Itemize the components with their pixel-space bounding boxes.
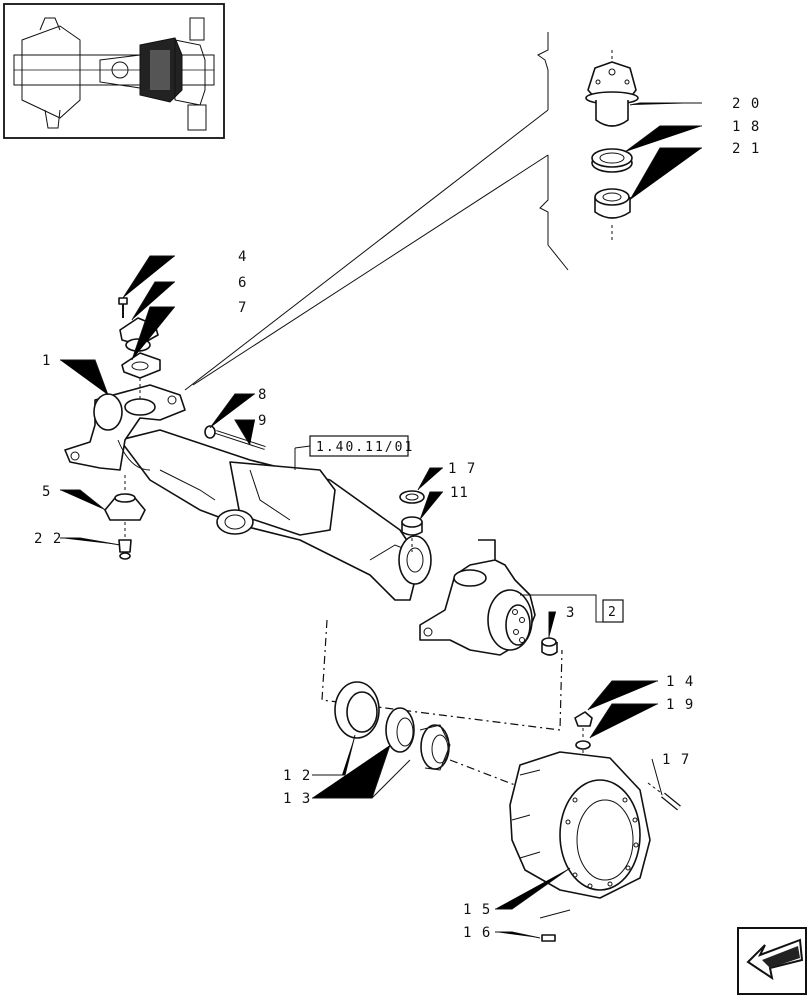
callout-9[interactable]: 9 xyxy=(258,413,267,429)
callout-16[interactable]: 1 6 xyxy=(463,925,491,941)
axle-housing xyxy=(119,429,432,601)
callout-6[interactable]: 6 xyxy=(238,275,247,291)
part-8-9-bolt xyxy=(204,425,266,450)
callout-1[interactable]: 1 xyxy=(42,353,51,369)
callout-8[interactable]: 8 xyxy=(258,387,267,403)
callout-14[interactable]: 1 4 xyxy=(666,674,694,690)
callout-5[interactable]: 5 xyxy=(42,484,51,500)
back-arrow-icon[interactable] xyxy=(737,927,807,995)
reference-box-text: 1.40.11/01 xyxy=(316,440,414,455)
callout-7[interactable]: 7 xyxy=(238,300,247,316)
callout-4[interactable]: 4 xyxy=(238,249,247,265)
callout-22[interactable]: 2 2 xyxy=(34,531,62,547)
callout-17-stud[interactable]: 1 7 xyxy=(662,752,690,768)
part-17-upper-washer xyxy=(399,490,425,504)
callout-17-top[interactable]: 1 7 xyxy=(448,461,476,477)
callout-12[interactable]: 1 2 xyxy=(283,768,311,784)
part-20-flange-sleeve xyxy=(585,50,639,127)
part-22-grease-nipple xyxy=(118,522,132,560)
part-16-pin xyxy=(539,909,571,942)
detail-break-line xyxy=(184,32,569,391)
callout-18[interactable]: 1 8 xyxy=(732,119,760,135)
part-17-stud xyxy=(647,782,681,811)
part-5-lower-pivot xyxy=(104,475,146,521)
right-steering-knuckle xyxy=(419,539,536,656)
side-box-2[interactable]: 2 xyxy=(602,599,624,623)
callout-13[interactable]: 1 3 xyxy=(283,791,311,807)
part-3-sleeve xyxy=(541,637,558,656)
left-steering-knuckle xyxy=(64,384,186,471)
callout-21[interactable]: 2 1 xyxy=(732,141,760,157)
assembly-path xyxy=(321,619,563,731)
callout-15[interactable]: 1 5 xyxy=(463,902,491,918)
part-4-screw xyxy=(118,297,128,318)
callout-11[interactable]: 11 xyxy=(450,485,469,501)
reference-box[interactable]: 1.40.11/01 xyxy=(309,435,414,457)
part-11-bushing xyxy=(401,516,423,552)
side-box-2-text: 2 xyxy=(608,605,618,620)
part-21-bushing xyxy=(594,188,631,240)
axle-overview-thumbnail xyxy=(3,3,225,139)
callout-19[interactable]: 1 9 xyxy=(666,697,694,713)
part-14-19-plug xyxy=(574,711,593,764)
part-12-seal xyxy=(334,681,380,739)
callout-20[interactable]: 2 0 xyxy=(732,96,760,112)
callout-3[interactable]: 3 xyxy=(566,605,575,621)
part-13-bearings xyxy=(385,707,451,771)
part-7-gasket xyxy=(121,352,161,400)
part-18-seal-ring xyxy=(591,148,633,173)
part-15-wheel-hub xyxy=(509,751,651,899)
